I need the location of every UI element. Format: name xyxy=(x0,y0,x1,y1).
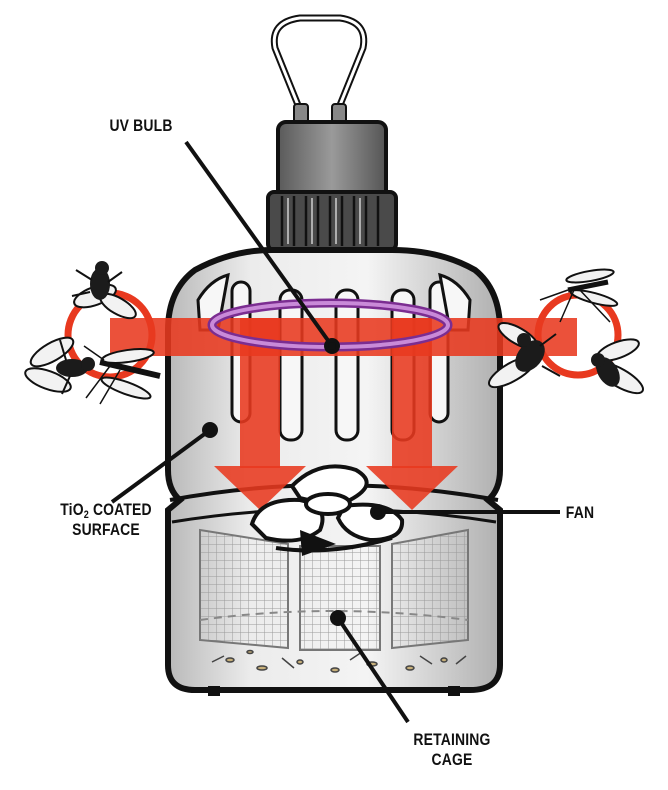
fly-right-low xyxy=(591,338,644,395)
cap xyxy=(266,120,398,252)
fly-left-mid xyxy=(24,336,95,395)
fan-label: FAN xyxy=(565,503,595,522)
insects-left xyxy=(24,261,161,405)
mosquito-right xyxy=(539,268,619,323)
mosquito-left xyxy=(83,345,161,405)
retaining-cage-label: RETAINING CAGE xyxy=(413,730,491,769)
surface-line: SURFACE xyxy=(72,520,140,539)
fly-right-mid xyxy=(488,322,561,389)
fly-left-top xyxy=(71,261,137,320)
tio2-coated-surface-label: TiO2 COATED SURFACE xyxy=(57,500,155,540)
insects-right xyxy=(488,268,644,395)
leader-lines xyxy=(110,140,560,724)
uv-bulb-label: UV BULB xyxy=(109,116,173,135)
retaining-cage xyxy=(199,528,469,673)
tio2-coated-line: TiO2 COATED xyxy=(60,500,152,521)
hanger-loop xyxy=(270,14,368,131)
